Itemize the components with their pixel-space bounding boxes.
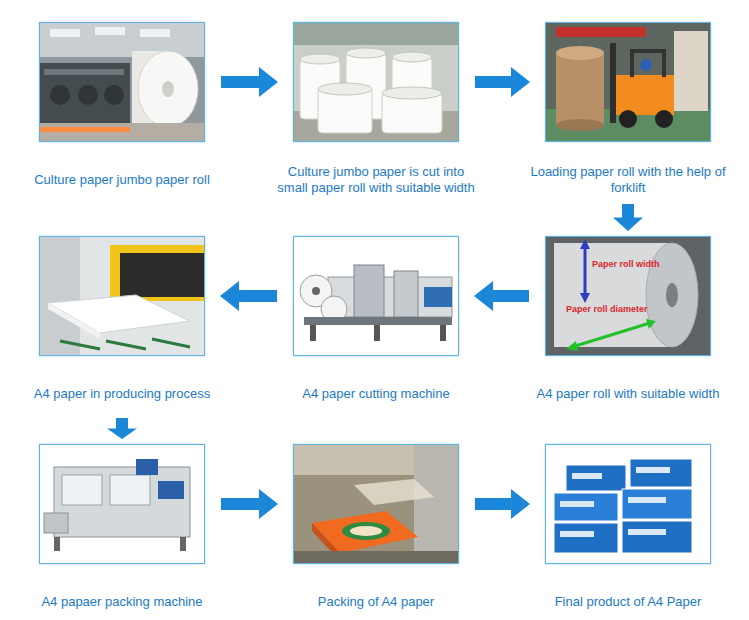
flow-arrow — [220, 281, 277, 311]
paper-machine-photo — [40, 23, 204, 141]
forklift-photo — [546, 23, 710, 141]
step-caption: A4 papaer packing machine — [22, 594, 222, 610]
caption-area: Culture jumbo paper is cut into small pa… — [276, 160, 476, 200]
photo-frame — [293, 444, 459, 564]
flow-arrow — [221, 67, 278, 97]
caption-area: Final product of A4 Paper — [528, 582, 728, 620]
process-step: Packing of A4 paper — [276, 444, 476, 620]
process-step: Culture paper jumbo paper roll — [22, 22, 222, 200]
photo-frame — [293, 22, 459, 142]
step-caption: Culture paper jumbo paper roll — [22, 172, 222, 188]
cutting-machine-photo — [294, 237, 458, 355]
caption-area: Packing of A4 paper — [276, 582, 476, 620]
paper-rolls-photo — [294, 23, 458, 141]
caption-area: A4 papaer packing machine — [22, 582, 222, 620]
flow-arrow — [475, 67, 530, 97]
a4-boxes-photo — [546, 445, 710, 563]
roll-dimension-photo — [546, 237, 710, 355]
step-caption: Culture jumbo paper is cut into small pa… — [276, 164, 476, 196]
flow-arrow — [221, 489, 278, 519]
process-step: A4 papaer packing machine — [22, 444, 222, 620]
packing-machine-photo — [40, 445, 204, 563]
process-step: A4 paper cutting machine — [276, 236, 476, 414]
caption-area: Loading paper roll with the help of fork… — [528, 160, 728, 200]
caption-area: A4 paper in producing process — [22, 374, 222, 414]
step-caption: A4 paper in producing process — [22, 386, 222, 402]
process-step: Loading paper roll with the help of fork… — [528, 22, 728, 200]
process-step: A4 paper in producing process — [22, 236, 222, 414]
photo-frame — [39, 444, 205, 564]
photo-frame — [545, 236, 711, 356]
step-caption: Packing of A4 paper — [276, 594, 476, 610]
flow-arrow — [107, 418, 137, 439]
flow-arrow — [613, 204, 643, 231]
photo-frame — [545, 444, 711, 564]
photo-frame — [39, 236, 205, 356]
step-caption: Final product of A4 Paper — [528, 594, 728, 610]
caption-area: Culture paper jumbo paper roll — [22, 160, 222, 200]
flow-arrow — [474, 281, 529, 311]
step-caption: A4 paper cutting machine — [276, 386, 476, 402]
packing-photo — [294, 445, 458, 563]
step-caption: Loading paper roll with the help of fork… — [528, 164, 728, 196]
photo-frame — [39, 22, 205, 142]
flow-arrow — [475, 489, 530, 519]
caption-area: A4 paper cutting machine — [276, 374, 476, 414]
process-step: Final product of A4 Paper — [528, 444, 728, 620]
process-step: Culture jumbo paper is cut into small pa… — [276, 22, 476, 200]
dimension-label: Paper roll diameter — [566, 304, 648, 315]
step-caption: A4 paper roll with suitable width — [528, 386, 728, 402]
dimension-label: Paper roll width — [592, 259, 660, 270]
photo-frame — [545, 22, 711, 142]
photo-frame — [293, 236, 459, 356]
caption-area: A4 paper roll with suitable width — [528, 374, 728, 414]
a4-production-photo — [40, 237, 204, 355]
